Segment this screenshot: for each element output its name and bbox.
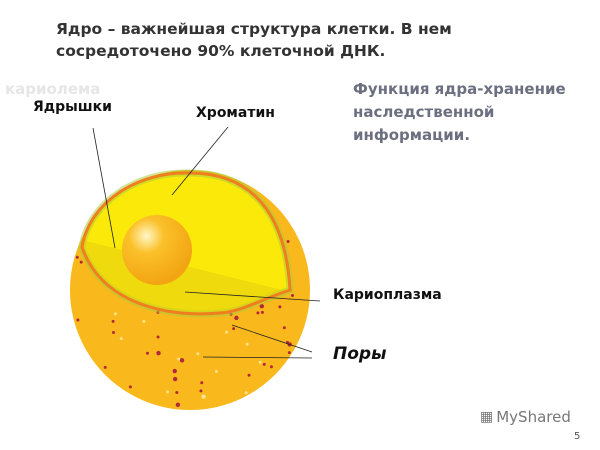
pore-dot — [278, 305, 282, 309]
pore-dot — [290, 293, 294, 297]
pore-dot — [145, 351, 149, 355]
pore-dot — [119, 337, 123, 341]
label-nucleoli: Ядрышки — [33, 99, 112, 115]
pore-dot — [199, 389, 203, 393]
nucleolus — [122, 215, 192, 285]
pore-dot — [172, 376, 178, 382]
myshared-logo[interactable]: ▦MyShared — [480, 408, 571, 426]
pore-dot — [256, 311, 260, 315]
pore-dot — [175, 402, 181, 407]
label-chromatin: Хроматин — [196, 105, 275, 121]
pore-dot — [179, 358, 185, 363]
pore-dot — [282, 326, 286, 330]
logo-text: MyShared — [496, 408, 571, 426]
pore-dot — [214, 370, 218, 374]
pore-dot — [234, 315, 239, 321]
pore-dot — [75, 255, 79, 259]
pore-dot — [269, 365, 273, 369]
pore-dot — [200, 381, 204, 385]
pore-dot — [103, 365, 107, 369]
pore-dot — [76, 318, 80, 322]
slide-number: 5 — [574, 431, 581, 442]
pore-dot — [262, 362, 266, 366]
pore-dot — [201, 394, 206, 399]
pore-dot — [142, 319, 146, 323]
pore-dot — [156, 335, 160, 339]
pore-dot — [172, 368, 177, 374]
pore-dot — [166, 390, 170, 394]
pore-dot — [111, 319, 115, 323]
function-text: Функция ядра-хранение наследственной инф… — [353, 80, 566, 144]
pore-dot — [177, 357, 181, 361]
pore-dot — [259, 303, 265, 309]
pore-dot — [244, 391, 248, 395]
pore-dot — [260, 310, 264, 314]
pore-dot — [286, 239, 290, 243]
pointer-lines — [92, 126, 321, 359]
pore-dot — [111, 331, 115, 335]
pore-dot — [79, 260, 83, 264]
pore-dot — [247, 373, 251, 377]
label-karyoplasm: Кариоплазма — [333, 287, 442, 303]
pore-dot — [287, 351, 291, 355]
pore-dot — [225, 330, 229, 334]
pore-dot — [175, 390, 179, 394]
pore-dot — [245, 342, 249, 346]
presentation-icon: ▦ — [480, 409, 494, 425]
pore-dot — [114, 312, 118, 316]
label-karyolemma: кариолема — [5, 80, 101, 98]
pore-dot — [258, 360, 262, 364]
pore-dot — [156, 350, 161, 356]
slide-title: Ядро – важнейшая структура клетки. В нем… — [56, 20, 452, 60]
label-pores: Поры — [333, 344, 387, 364]
pore-dot — [196, 352, 200, 356]
pore-dot — [232, 327, 236, 331]
karyolemma-membrane — [80, 171, 292, 316]
pore-dot — [128, 385, 132, 389]
